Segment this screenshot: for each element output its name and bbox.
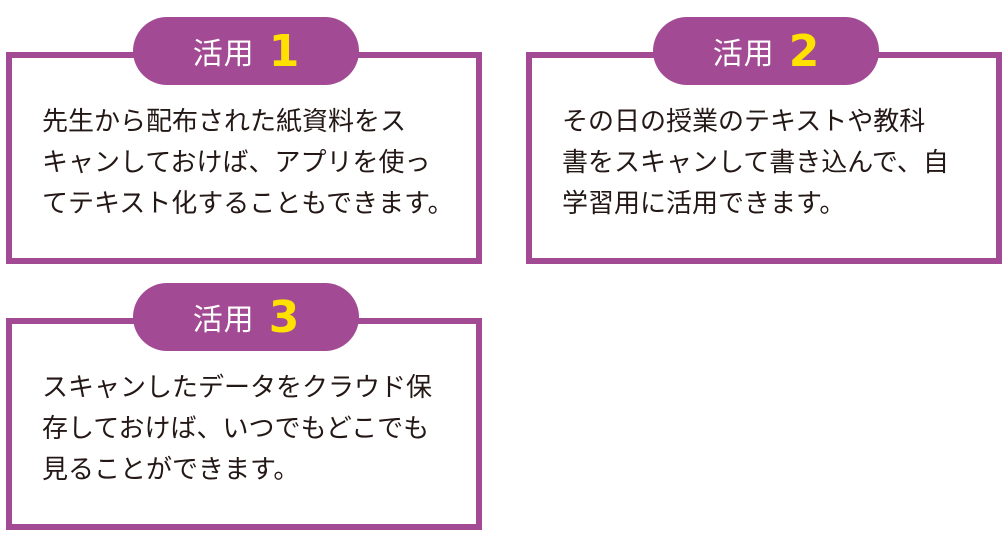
body-line: てテキスト化することもできます。 bbox=[42, 189, 454, 219]
badge-label: 活用 bbox=[192, 303, 255, 338]
badge-number: 3 bbox=[268, 291, 300, 343]
card-body: 先生から配布された紙資料をス キャンしておけば、アプリを使っ てテキスト化するこ… bbox=[42, 102, 456, 225]
usage-badge-1: 活用 1 bbox=[133, 17, 359, 85]
body-line: 見ることができます。 bbox=[42, 455, 300, 485]
body-line: 書をスキャンして書き込んで、自 bbox=[562, 148, 949, 178]
badge-number: 2 bbox=[788, 25, 820, 77]
usage-badge-2: 活用 2 bbox=[653, 17, 879, 85]
card-body: スキャンしたデータをクラウド保 存しておけば、いつでもどこでも 見ることができま… bbox=[42, 368, 456, 491]
body-line: 先生から配布された紙資料をス bbox=[42, 107, 407, 137]
body-line: キャンしておけば、アプリを使っ bbox=[42, 148, 431, 178]
body-line: スキャンしたデータをクラウド保 bbox=[42, 373, 433, 403]
usage-badge-3: 活用 3 bbox=[133, 283, 359, 351]
badge-label: 活用 bbox=[712, 37, 775, 72]
usage-card-3: スキャンしたデータをクラウド保 存しておけば、いつでもどこでも 見ることができま… bbox=[6, 318, 482, 530]
badge-number: 1 bbox=[268, 25, 300, 77]
body-line: 学習用に活用できます。 bbox=[562, 189, 846, 219]
body-line: 存しておけば、いつでもどこでも bbox=[42, 414, 430, 444]
usage-card-1: 先生から配布された紙資料をス キャンしておけば、アプリを使っ てテキスト化するこ… bbox=[6, 52, 482, 264]
card-body: その日の授業のテキストや教科 書をスキャンして書き込んで、自 学習用に活用できま… bbox=[562, 102, 976, 225]
badge-label: 活用 bbox=[192, 37, 255, 72]
body-line: その日の授業のテキストや教科 bbox=[562, 107, 926, 137]
